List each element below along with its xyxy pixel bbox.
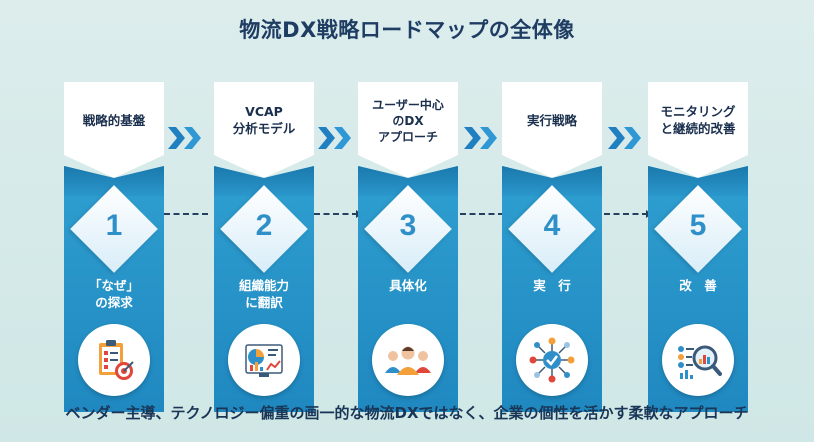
roadmap-step-3: ユーザー中心 のDX アプローチ 3 具体化 (358, 82, 458, 412)
step-subtitle: 改 善 (679, 278, 717, 293)
chevron-right-icon (608, 127, 641, 149)
step-header: 戦略的基盤 (64, 82, 164, 178)
roadmap-step-2: VCAP 分析モデル 2 組織能力 に翻訳 (214, 82, 314, 412)
step-subtitle: 「なぜ」 の探求 (88, 278, 139, 310)
roadmap-step-4: 実行戦略 4 実 行 (502, 82, 602, 412)
footer-caption: ベンダー主導、テクノロジー偏重の画一的な物流DXではなく、企業の個性を活かす柔軟… (65, 404, 749, 422)
step-number: 3 (399, 209, 417, 242)
step-subtitle: 組織能力 に翻訳 (238, 278, 289, 310)
step-subtitle: 具体化 (389, 278, 427, 293)
step-header: ユーザー中心 のDX アプローチ (358, 82, 458, 178)
step-header: モニタリング と継続的改善 (648, 82, 748, 178)
dashed-connector (460, 213, 504, 215)
magnifier-data-icon (662, 324, 734, 396)
clipboard-target-icon (78, 324, 150, 396)
network-check-icon (516, 324, 588, 396)
users-group-icon (372, 324, 444, 396)
chevron-right-icon (168, 127, 201, 149)
roadmap-step-5: モニタリング と継続的改善 5 改 善 (648, 82, 748, 412)
page-title: 物流DX戦略ロードマップの全体像 (239, 18, 575, 42)
chevron-right-icon (464, 127, 497, 149)
roadmap-step-1: 戦略的基盤 1 「なぜ」 の探求 (64, 82, 164, 412)
dashed-connector (164, 213, 208, 215)
step-subtitle: 実 行 (533, 278, 571, 293)
dashed-connector (314, 213, 358, 215)
analytics-chart-icon (228, 324, 300, 396)
step-header: 実行戦略 (502, 82, 602, 178)
dashed-connector (604, 213, 648, 215)
step-number: 1 (105, 209, 123, 242)
step-number: 4 (543, 209, 561, 242)
step-header: VCAP 分析モデル (214, 82, 314, 178)
chevron-right-icon (318, 127, 351, 149)
step-number: 2 (255, 209, 273, 242)
step-number: 5 (689, 209, 707, 242)
